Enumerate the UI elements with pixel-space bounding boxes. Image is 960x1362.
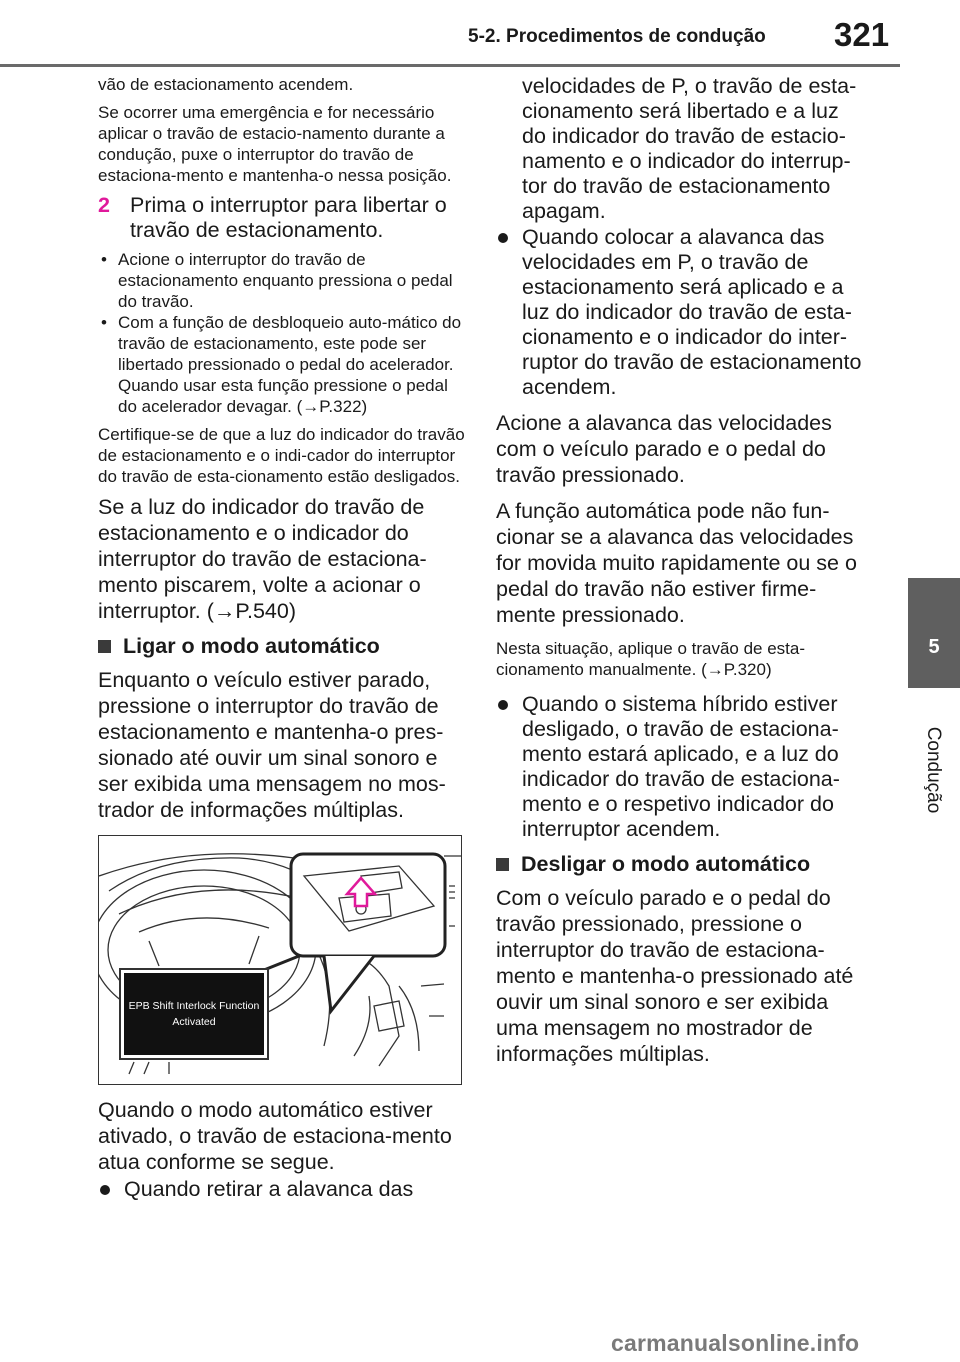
note-list: Acione o interruptor do travão de estaci… (98, 249, 470, 417)
right-column: velocidades de P, o travão de esta-ciona… (496, 74, 866, 1077)
paragraph: Com o veículo parado e o pedal do travão… (496, 886, 854, 1066)
dashboard-illustration: EPB Shift Interlock Function Activated (98, 835, 462, 1085)
paragraph: Se a luz do indicador do travão de estac… (98, 495, 427, 623)
hybrid-off-list: Quando o sistema híbrido estiver desliga… (496, 692, 866, 842)
paragraph: Nesta situação, aplique o travão de esta… (496, 639, 806, 679)
list-item-continued: velocidades de P, o travão de esta-ciona… (522, 74, 857, 223)
mode-list-continued: velocidades de P, o travão de esta-ciona… (496, 74, 866, 224)
list-item: Quando o sistema híbrido estiver desliga… (496, 692, 866, 842)
section-heading: Desligar o modo automático (496, 852, 866, 877)
list-item: Quando retirar a alavanca das (98, 1177, 470, 1202)
paragraph: Certifique-se de que a luz do indicador … (98, 425, 465, 486)
mode-list: Quando colocar a alavanca das velocidade… (496, 225, 866, 400)
multi-info-display-message: EPB Shift Interlock Function Activated (119, 968, 269, 1060)
message-line: EPB Shift Interlock Function (128, 1000, 260, 1012)
paragraph: Acione a alavanca das velocidades com o … (496, 411, 832, 487)
chapter-label: Condução (923, 726, 944, 814)
message-line: Activated (172, 1016, 216, 1028)
watermark: carmanualsonline.info (611, 1330, 860, 1356)
list-item: Quando colocar a alavanca das velocidade… (496, 225, 866, 400)
chapter-number: 5 (928, 636, 940, 658)
running-header: 5-2. Procedimentos de condução (468, 26, 766, 47)
paragraph: A função automática pode não fun-cionar … (496, 499, 857, 627)
paragraph: vão de estacionamento acendem. (98, 75, 354, 94)
chapter-tab[interactable]: 5 (908, 578, 960, 688)
section-title: Ligar o modo automático (123, 634, 380, 658)
left-column: vão de estacionamento acendem. Se ocorre… (98, 74, 470, 1212)
section-title: Desligar o modo automático (521, 852, 811, 876)
paragraph: Se ocorrer uma emergência e for necessár… (98, 103, 452, 185)
section-heading: Ligar o modo automático (98, 634, 470, 659)
mode-list: Quando retirar a alavanca das (98, 1177, 470, 1202)
step-text: Prima o interruptor para libertar o trav… (130, 193, 447, 242)
square-bullet-icon (98, 640, 111, 653)
square-bullet-icon (496, 858, 509, 871)
step-number: 2 (98, 193, 110, 217)
paragraph: Quando o modo automático estiver ativado… (98, 1098, 452, 1174)
list-item: Com a função de desbloqueio auto-mático … (98, 312, 470, 417)
header-rule (0, 64, 900, 67)
page-number: 321 (834, 16, 890, 53)
list-item: Acione o interruptor do travão de estaci… (98, 249, 470, 312)
step-heading: 2 Prima o interruptor para libertar o tr… (98, 193, 470, 243)
paragraph: Enquanto o veículo estiver parado, press… (98, 668, 446, 822)
